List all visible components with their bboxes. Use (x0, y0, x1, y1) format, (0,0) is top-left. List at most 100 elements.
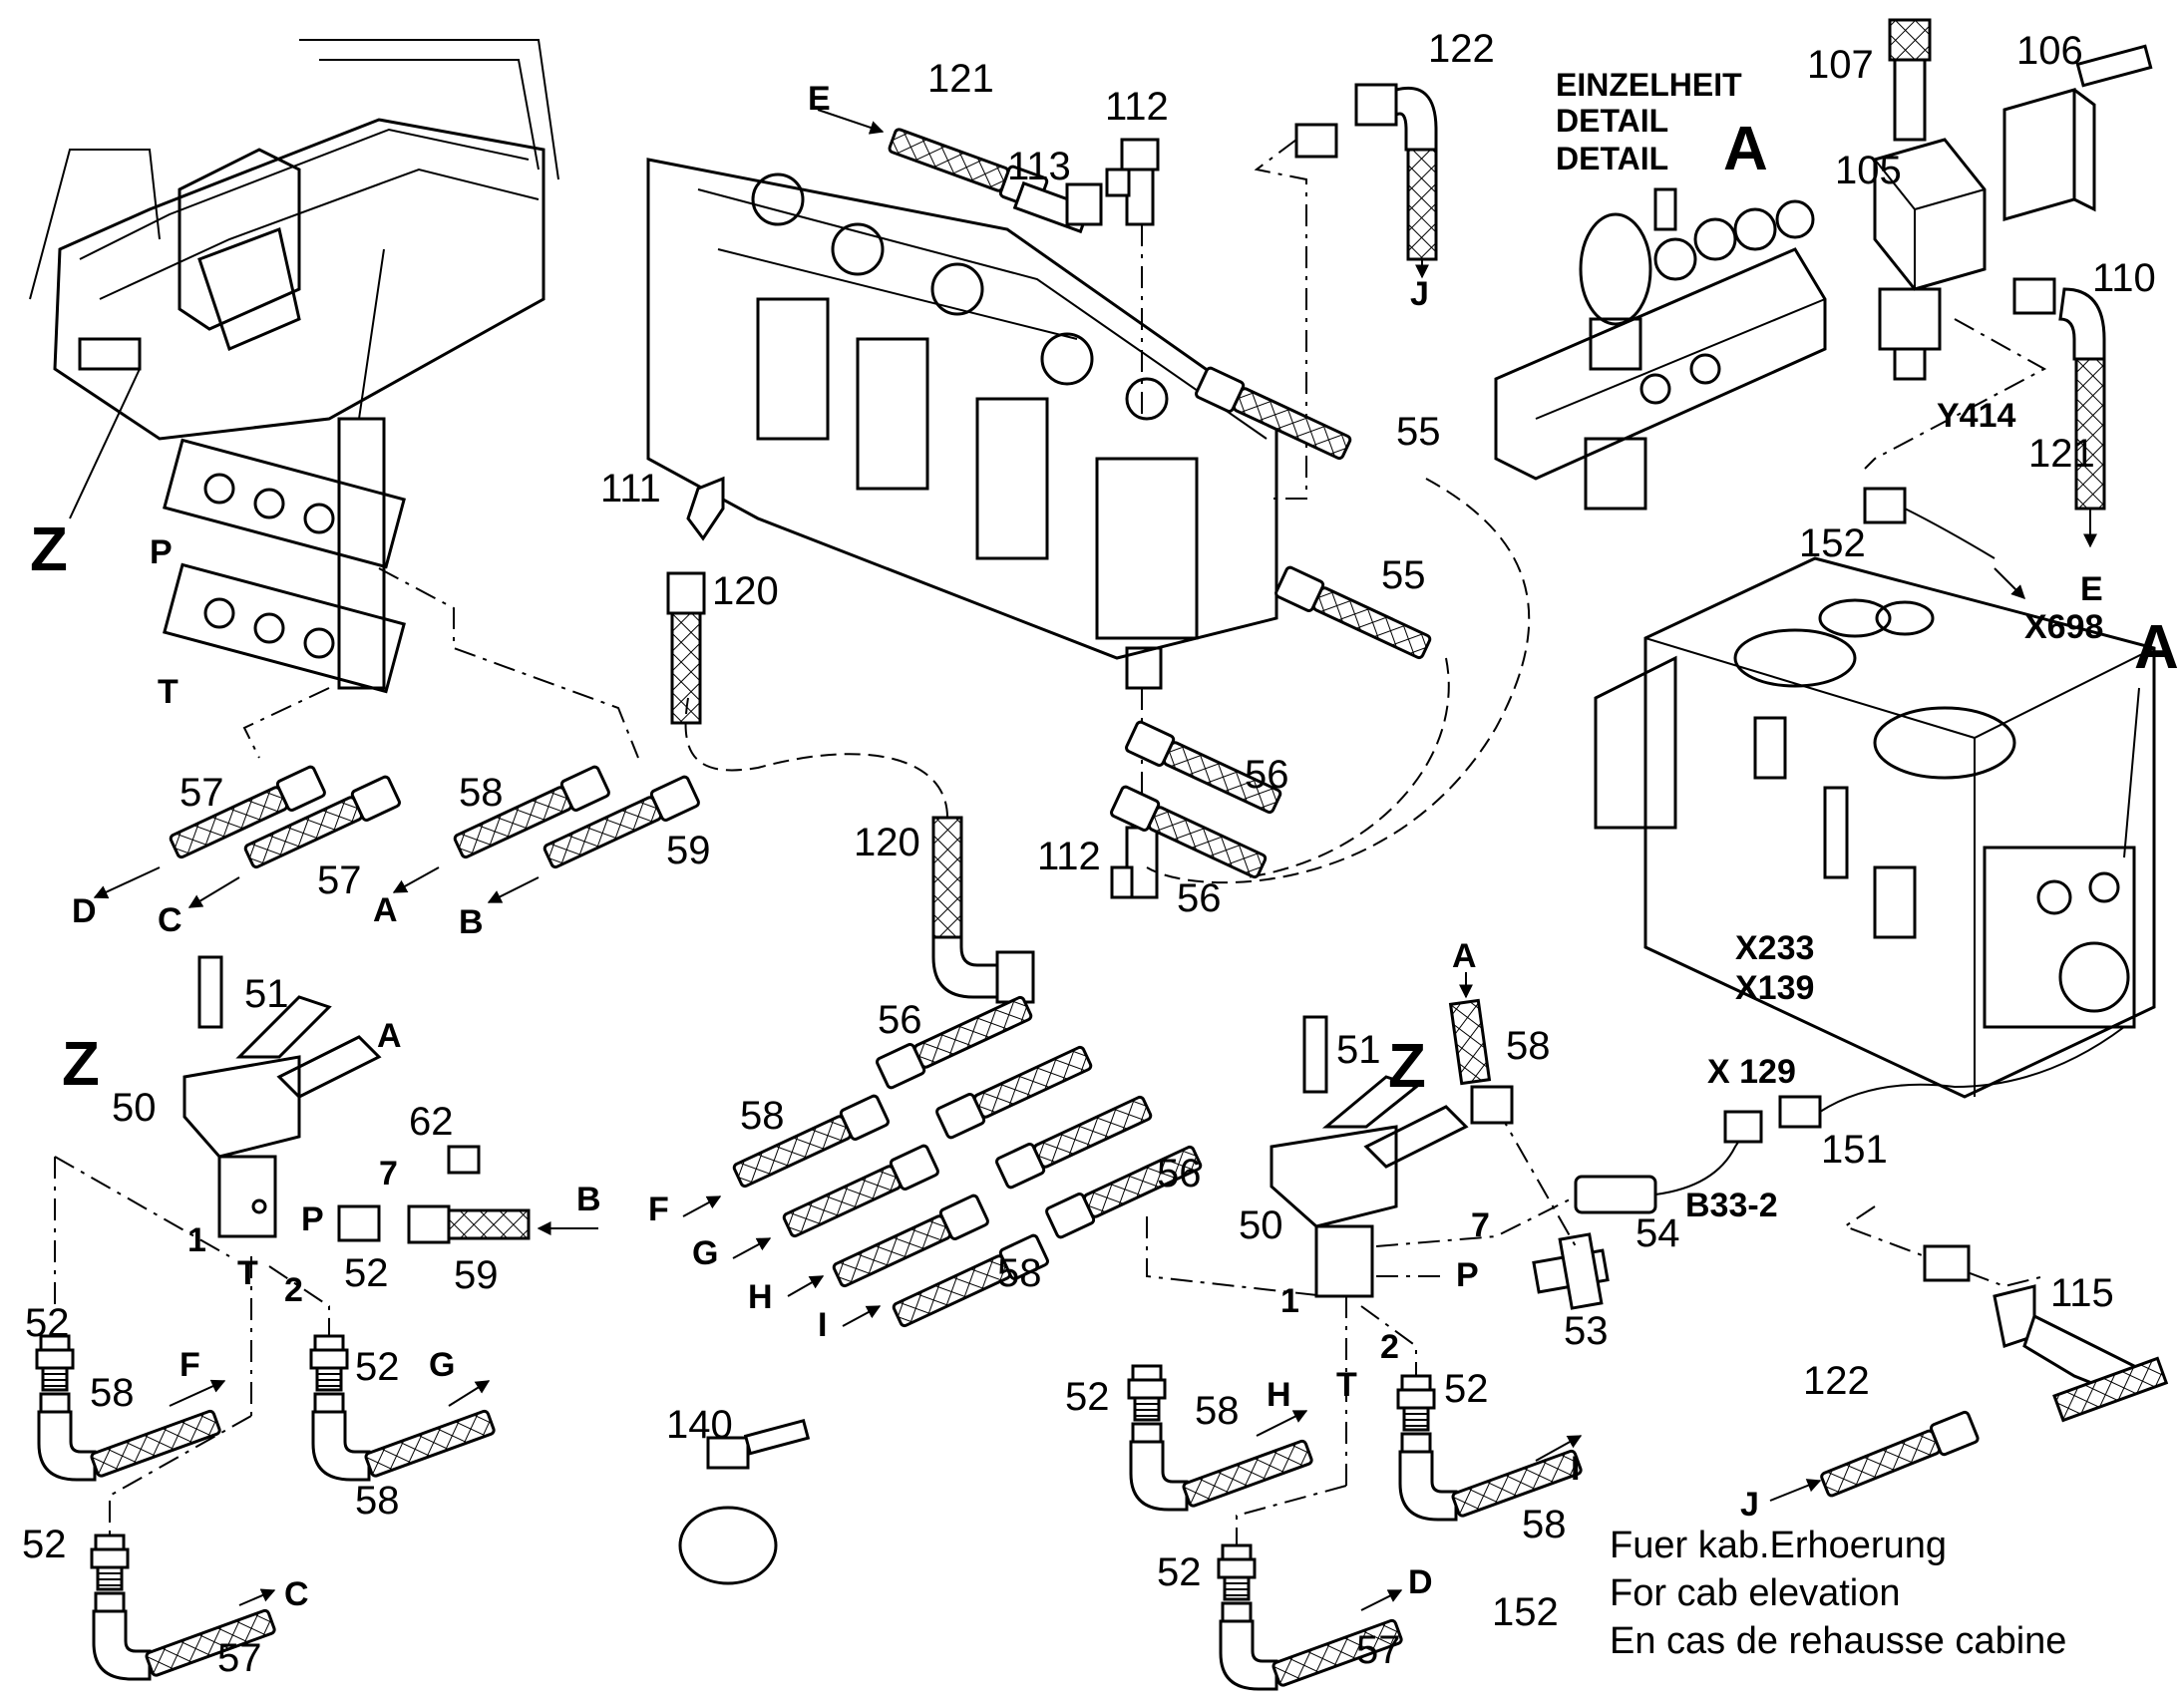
callout-55: 55 (1381, 553, 1426, 597)
hose-120-elbow (931, 816, 1035, 1004)
callout-120: 120 (712, 569, 779, 613)
connector-x129-label: X 129 (1707, 1053, 1796, 1091)
callout-55: 55 (1396, 410, 1441, 454)
hose-end-h: H (748, 1278, 773, 1316)
hose-end-j: J (1410, 275, 1429, 313)
port-2-label: 2 (284, 1271, 303, 1309)
tee-fitting-112-top (1105, 138, 1160, 226)
port-7-label: 7 (1471, 1206, 1490, 1244)
hose-end-i: I (1571, 1450, 1580, 1488)
port-p-label: P (150, 533, 173, 571)
hose-end-g: G (692, 1234, 718, 1272)
sensor-152 (1863, 487, 1996, 559)
tee-fitting-112-lower (1110, 826, 1159, 899)
connector-x233-label: X233 (1735, 929, 1814, 967)
fitting-110 (2012, 277, 2056, 315)
callout-58: 58 (740, 1094, 785, 1138)
solenoid-valve-105 (1873, 138, 1987, 381)
callout-56: 56 (1245, 753, 1289, 797)
port-1-label: 1 (187, 1221, 206, 1259)
port-p-label: P (301, 1200, 324, 1238)
plug-62 (447, 1145, 481, 1175)
note-cab-elevation-de: Fuer kab.Erhoerung (1610, 1525, 1947, 1566)
port-2-label: 2 (1380, 1328, 1399, 1366)
callout-52: 52 (22, 1523, 67, 1566)
port-1-label: 1 (1280, 1282, 1299, 1320)
hose-58-a (1448, 972, 1514, 1125)
screw-106 (2075, 44, 2153, 88)
callout-56: 56 (878, 998, 922, 1042)
hose-end-f: F (180, 1346, 200, 1384)
callout-58: 58 (459, 771, 504, 815)
view-z-title: Z (62, 1030, 100, 1099)
hose-end-a: A (373, 891, 398, 929)
hose-end-b: B (459, 903, 484, 941)
callout-51: 51 (244, 972, 289, 1016)
hose-end-b: B (576, 1181, 601, 1218)
callout-107: 107 (1807, 43, 1874, 87)
hose-end-g: G (429, 1346, 455, 1384)
connector-x139-label: X139 (1735, 969, 1814, 1007)
hose-end-j: J (1740, 1486, 1759, 1524)
view-z-reference: Z (30, 515, 68, 584)
callout-105: 105 (1835, 149, 1902, 192)
hose-end-d: D (1408, 1563, 1433, 1601)
callout-52: 52 (1157, 1550, 1202, 1594)
callout-122: 122 (1803, 1359, 1870, 1403)
pilot-valve-50-left (182, 955, 382, 1238)
callout-112: 112 (1105, 85, 1169, 129)
callout-111: 111 (600, 467, 661, 511)
cable-tie-140 (678, 1418, 811, 1585)
callout-50: 50 (1239, 1203, 1283, 1247)
sensor-b33-2-label: B33-2 (1685, 1187, 1778, 1224)
fitting-52-2 (309, 1334, 349, 1392)
pilot-valve-50-right (1270, 1015, 1469, 1298)
detail-title-de: EINZELHEIT (1556, 67, 1742, 103)
fitting-52-t (90, 1534, 130, 1591)
hose-end-c: C (158, 901, 182, 939)
pressure-sensor-54 (1574, 1110, 1763, 1214)
callout-52: 52 (344, 1251, 389, 1295)
fitting-52-h (1127, 1364, 1167, 1422)
hoses-56-center (874, 990, 1206, 1240)
callout-57: 57 (217, 1636, 262, 1680)
cover-plate-106 (2002, 88, 2096, 221)
detail-letter: A (1723, 115, 1768, 183)
hose-end-h: H (1267, 1376, 1291, 1414)
hose-end-e: E (808, 80, 831, 118)
elbow-fitting-111 (686, 476, 725, 541)
hose-end-i: I (818, 1306, 827, 1344)
hose-59-lower (407, 1204, 531, 1244)
callout-58: 58 (997, 1251, 1042, 1295)
note-cab-elevation-en: For cab elevation (1610, 1572, 1901, 1614)
callout-57: 57 (1356, 1628, 1401, 1672)
callout-58: 58 (355, 1479, 400, 1523)
valve-manifold-detail-drawing (1494, 187, 1827, 511)
tee-fitting-53 (1532, 1232, 1610, 1310)
callout-50: 50 (112, 1086, 157, 1130)
solenoid-y414-label: Y414 (1937, 397, 2015, 435)
detail-title-fr: DETAIL (1556, 141, 1668, 176)
callout-53: 53 (1564, 1309, 1609, 1353)
hose-121-right (2058, 287, 2106, 511)
callout-122: 122 (1428, 27, 1495, 71)
pilot-valve-port-a: A (377, 1017, 402, 1055)
callout-112: 112 (1037, 835, 1101, 878)
hose-122-lower (1817, 1409, 1981, 1503)
view-z-title: Z (1388, 1032, 1426, 1101)
callout-140: 140 (666, 1403, 733, 1447)
callout-106: 106 (2016, 29, 2083, 73)
callout-56: 56 (1157, 1152, 1202, 1196)
detail-a-reference: A (2134, 613, 2179, 682)
control-valve-block-drawing (646, 158, 1278, 690)
fitting-52-i (1396, 1374, 1436, 1432)
port-p-label: P (1456, 1256, 1479, 1294)
port-7-label: 7 (379, 1155, 398, 1193)
callout-59: 59 (454, 1253, 499, 1297)
detail-title-en: DETAIL (1556, 103, 1668, 139)
callout-121: 121 (927, 57, 994, 101)
callout-57: 57 (317, 858, 362, 902)
pt-manifold-drawing (163, 248, 406, 694)
callout-57: 57 (180, 771, 224, 815)
callout-54: 54 (1635, 1211, 1680, 1255)
